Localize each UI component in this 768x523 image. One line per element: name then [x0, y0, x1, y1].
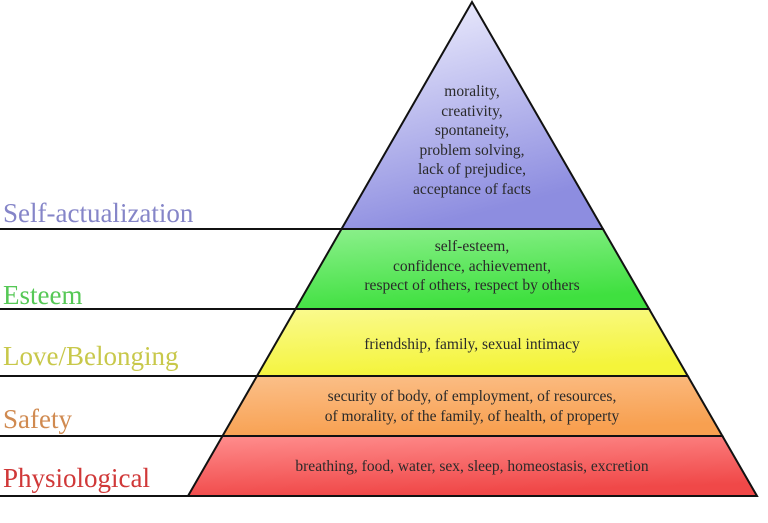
tier-label-esteem: Esteem: [3, 280, 83, 310]
tier-description-safety: security of body, of employment, of reso…: [325, 387, 620, 426]
tier-label-safety: Safety: [3, 404, 72, 434]
tier-description-esteem: self-esteem, confidence, achievement, resp…: [364, 237, 579, 296]
tier-description-self-actualization: morality, creativity, spontaneity, problem …: [413, 82, 531, 199]
description-line: acceptance of facts: [413, 180, 531, 198]
description-line: security of body, of employment, of reso…: [327, 388, 617, 405]
description-line: friendship, family, sexual intimacy: [364, 336, 580, 353]
description-line: problem solving,: [419, 141, 525, 159]
description-line: creativity,: [441, 102, 503, 120]
tier-band-physiological: [186, 435, 759, 497]
tier-description-physiological: breathing, food, water, sex, sleep, home…: [295, 457, 648, 477]
tier-label-physiological: Physiological: [3, 463, 150, 493]
description-line: of morality, of the family, of health, o…: [324, 407, 620, 425]
tier-description-love-belonging: friendship, family, sexual intimacy: [364, 335, 580, 355]
description-line: spontaneity,: [434, 122, 510, 139]
description-line: lack of prejudice,: [417, 161, 527, 178]
tier-label-self-actualization: Self-actualization: [3, 198, 194, 228]
tier-label-love-belonging: Love/Belonging: [3, 341, 179, 371]
description-line: morality,: [444, 83, 500, 100]
description-line: breathing, food, water, sex, sleep, home…: [295, 458, 649, 475]
description-line: confidence, achievement,: [393, 257, 551, 275]
description-line: respect of others, respect by others: [364, 277, 580, 294]
description-line: self-esteem,: [434, 238, 510, 255]
